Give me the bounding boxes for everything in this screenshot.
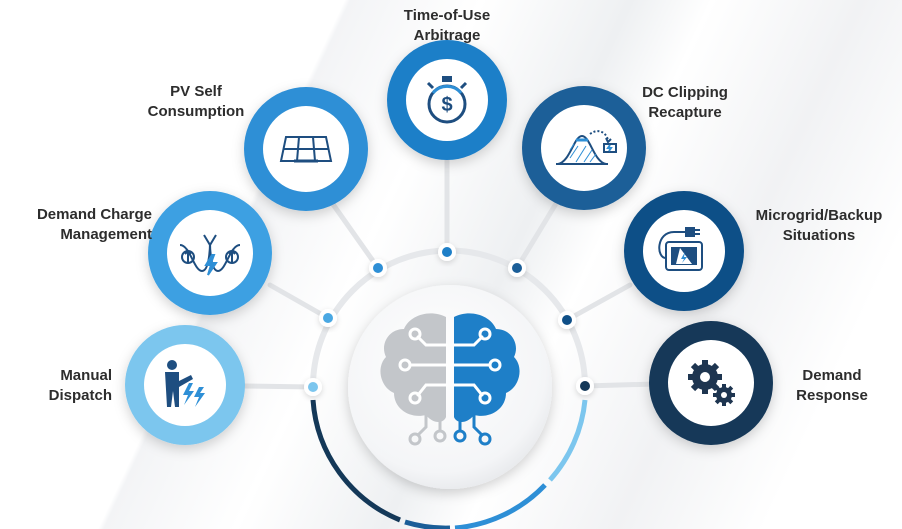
node-time-of-use-arbitrage: $ [387, 40, 507, 160]
label-dc-clipping-recapture: DC Clipping Recapture [642, 84, 728, 121]
node-demand-charge-management [148, 191, 272, 315]
node-demand-response [649, 321, 773, 445]
node-microgrid-backup [624, 191, 744, 311]
connector-dc-clipping [514, 194, 563, 271]
connector-demand-response [582, 381, 658, 389]
plug-power-box-icon [658, 227, 703, 271]
label-microgrid-backup: Microgrid/Backup Situations [755, 207, 883, 244]
label-manual-dispatch: Manual Dispatch [48, 367, 112, 404]
svg-text:$: $ [441, 94, 452, 116]
label-time-of-use-arbitrage: Time-of-Use Arbitrage [403, 7, 491, 44]
arc-segment-navy [310, 399, 401, 523]
demand-waves-lightning-icon [179, 234, 241, 276]
label-pv-self-consumption: PV Self Consumption [147, 83, 245, 120]
curve-battery-icon [556, 130, 617, 165]
connector-microgrid [564, 282, 633, 323]
node-pv-self-consumption [244, 87, 368, 211]
label-demand-response: Demand Response [796, 367, 868, 404]
solar-panel-icon [279, 136, 333, 163]
arc-segment-blue [454, 483, 547, 529]
person-lightning-icon [165, 360, 205, 407]
arc-segment-dark-blue [404, 519, 451, 529]
connector-demand-charge [267, 282, 331, 321]
brain-circuit-icon [380, 313, 520, 446]
node-manual-dispatch [125, 325, 245, 445]
stopwatch-dollar-icon: $ [426, 76, 468, 124]
connector-dots [304, 243, 594, 396]
node-dc-clipping-recapture [522, 86, 646, 210]
connector-manual-dispatch [241, 383, 316, 390]
arc-segment-light-blue [548, 399, 588, 482]
gears-icon [688, 360, 735, 406]
label-demand-charge-management: Demand Charge Management [36, 206, 152, 243]
center-hub [348, 285, 552, 489]
connector-lines [241, 152, 658, 390]
connector-pv-self [327, 197, 381, 271]
